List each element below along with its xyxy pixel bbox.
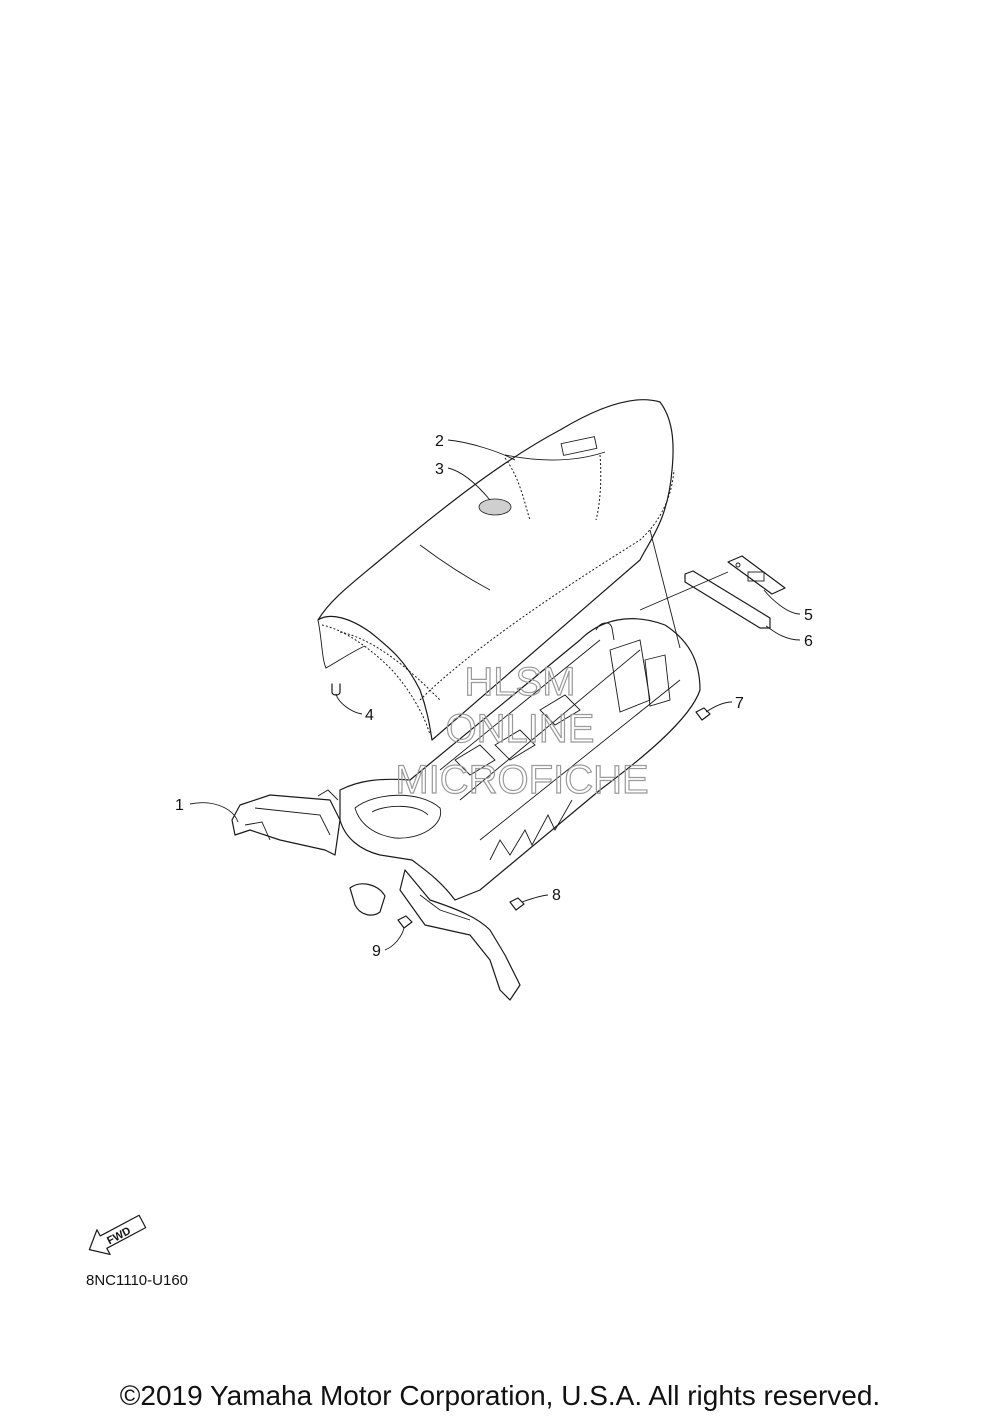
- callout-6: 6: [804, 633, 813, 650]
- copyright-notice: ©2019 Yamaha Motor Corporation, U.S.A. A…: [119, 1380, 881, 1411]
- diagram-part-code: 8NC1110-U160: [86, 1272, 189, 1289]
- watermark-line1: HLSM: [464, 660, 575, 704]
- leader-lines: [189, 439, 801, 951]
- callout-5: 5: [804, 607, 813, 624]
- callout-7: 7: [735, 695, 744, 712]
- callout-8: 8: [552, 887, 561, 904]
- nut-9-drawing: [397, 915, 413, 929]
- plate-9-drawing: [349, 883, 386, 916]
- nut-7-drawing: [695, 707, 711, 721]
- front-bracket-drawing: [231, 789, 341, 856]
- latch-drawing: [727, 555, 786, 595]
- callout-9: 9: [372, 943, 381, 960]
- fwd-arrow-icon: FWD: [88, 1214, 147, 1256]
- callout-1: 1: [175, 797, 184, 814]
- watermark-line2: ONLINE: [446, 707, 595, 751]
- watermark-line3: MICROFICHE: [395, 758, 648, 802]
- callout-3: 3: [435, 461, 444, 478]
- seat-drawing: [317, 399, 675, 741]
- fwd-label: FWD: [105, 1225, 133, 1247]
- clip-4-drawing: [331, 683, 341, 696]
- callout-2: 2: [435, 433, 444, 450]
- callout-4: 4: [365, 707, 374, 724]
- seat-base-drawing: [339, 618, 701, 1001]
- plate-drawing: [684, 570, 771, 629]
- nut-8-drawing: [509, 897, 525, 911]
